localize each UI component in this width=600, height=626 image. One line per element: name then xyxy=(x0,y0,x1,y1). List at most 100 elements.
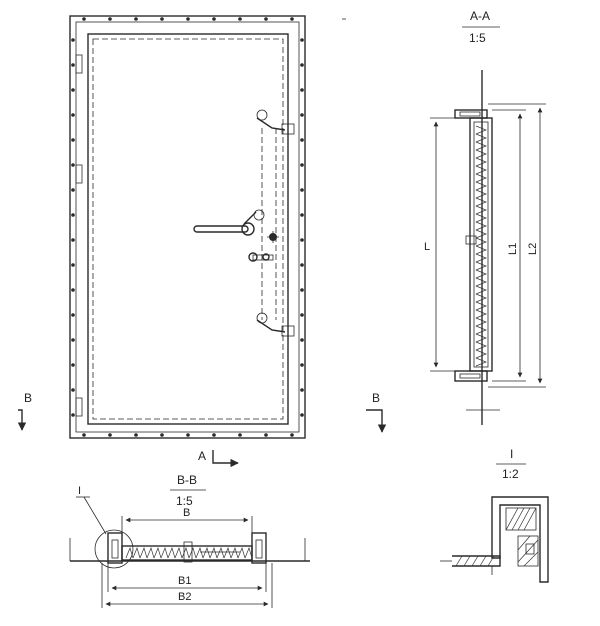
frame-bolt xyxy=(264,17,268,21)
frame-bolt xyxy=(300,213,304,217)
frame-bolt xyxy=(71,63,75,67)
frame-bolt xyxy=(212,433,216,437)
frame-bolt xyxy=(108,17,112,21)
door-leaf-gasket-line xyxy=(92,38,284,420)
frame-bolt xyxy=(71,288,75,292)
section-bb-title: B-B xyxy=(177,473,197,487)
detail-wall-plate xyxy=(440,555,501,567)
lock-cylinder xyxy=(267,231,279,243)
section-aa-scale: 1:5 xyxy=(469,31,486,45)
frame-bolt xyxy=(71,88,75,92)
detail-i-title: I xyxy=(510,447,513,461)
frame-bolt xyxy=(108,433,112,437)
frame-bolt xyxy=(160,433,164,437)
section-bb-scale: 1:5 xyxy=(176,494,193,508)
frame-bolts xyxy=(71,17,304,437)
frame-bolt xyxy=(71,388,75,392)
frame-bolt xyxy=(300,313,304,317)
frame-bolt xyxy=(71,113,75,117)
frame-bolt xyxy=(212,17,216,21)
section-aa-title: A-A xyxy=(470,9,490,23)
dim-l: L xyxy=(424,117,470,372)
frame-bolt xyxy=(71,413,75,417)
frame-bolt xyxy=(300,263,304,267)
frame-bolt xyxy=(71,363,75,367)
bb-left-frame xyxy=(107,532,123,564)
dim-b2: B2 xyxy=(101,563,273,608)
frame-bolt xyxy=(160,17,164,21)
dim-b1-label: B1 xyxy=(178,575,191,587)
door-elevation xyxy=(69,15,306,439)
frame-bolt xyxy=(300,388,304,392)
frame-bolt xyxy=(71,188,75,192)
frame-bolt xyxy=(300,38,304,42)
latch-handle xyxy=(248,252,274,262)
frame-bolt xyxy=(186,17,190,21)
upper-dog-handle xyxy=(256,109,295,135)
section-mark-a: A xyxy=(198,449,239,468)
frame-bolt xyxy=(300,363,304,367)
frame-bolt xyxy=(134,17,138,21)
frame-bolt xyxy=(300,88,304,92)
door-leaf-panel xyxy=(87,33,289,425)
frame-bolt xyxy=(134,433,138,437)
frame-bolt xyxy=(300,338,304,342)
dim-b: B xyxy=(121,507,253,546)
detail-frame-profile xyxy=(491,496,549,583)
locking-rod-dashed xyxy=(261,128,277,320)
frame-bolt xyxy=(300,163,304,167)
frame-bolt xyxy=(300,238,304,242)
frame-bolt xyxy=(238,17,242,21)
frame-bolt xyxy=(238,433,242,437)
dim-l2-label: L2 xyxy=(527,243,539,255)
lower-dog-handle xyxy=(256,312,295,337)
frame-bolt xyxy=(264,433,268,437)
frame-bolt xyxy=(300,113,304,117)
frame-bolt xyxy=(71,238,75,242)
section-mark-b-right-label: B xyxy=(372,391,380,405)
bb-right-frame xyxy=(251,532,267,564)
frame-bolt xyxy=(71,338,75,342)
frame-bolt xyxy=(71,213,75,217)
dim-b-label: B xyxy=(183,507,190,519)
frame-bolt xyxy=(71,263,75,267)
detail-i-scale: 1:2 xyxy=(502,467,519,481)
detail-i: I 1:2 xyxy=(440,447,549,583)
section-mark-b-left-label: B xyxy=(24,391,32,405)
aa-door-leaf xyxy=(465,117,493,372)
hinge-top xyxy=(75,54,83,74)
central-lever-handle xyxy=(193,209,265,236)
frame-bolt xyxy=(300,138,304,142)
door-outer-frame xyxy=(69,15,306,439)
frame-bolt xyxy=(300,288,304,292)
section-aa: A-A 1:5 L xyxy=(424,9,546,425)
frame-bolt xyxy=(290,17,294,21)
frame-bolt xyxy=(290,433,294,437)
hinge-middle xyxy=(75,164,83,184)
dim-l2: L2 xyxy=(488,103,546,388)
frame-bolt xyxy=(71,38,75,42)
frame-bolt xyxy=(71,138,75,142)
hinge-bottom xyxy=(75,397,83,417)
frame-bolt xyxy=(300,63,304,67)
detail-circle-i: I xyxy=(76,485,134,569)
dim-b2-label: B2 xyxy=(178,591,191,603)
frame-bolt xyxy=(82,17,86,21)
section-mark-b-left: B xyxy=(17,391,32,431)
dim-l1: L1 xyxy=(492,109,526,382)
frame-bolt xyxy=(71,163,75,167)
dim-l-label: L xyxy=(424,241,430,253)
door-frame-inner xyxy=(75,21,300,433)
dim-l1-label: L1 xyxy=(507,243,519,255)
frame-bolt xyxy=(186,433,190,437)
dim-b1: B1 xyxy=(107,563,267,592)
section-mark-b-right: B xyxy=(366,391,387,433)
frame-bolt xyxy=(71,313,75,317)
bb-door-leaf xyxy=(121,541,253,563)
section-mark-a-label: A xyxy=(198,449,206,463)
frame-bolt xyxy=(82,433,86,437)
frame-bolt xyxy=(300,413,304,417)
frame-bolt xyxy=(300,188,304,192)
section-bb: B-B 1:5 I xyxy=(69,473,310,608)
